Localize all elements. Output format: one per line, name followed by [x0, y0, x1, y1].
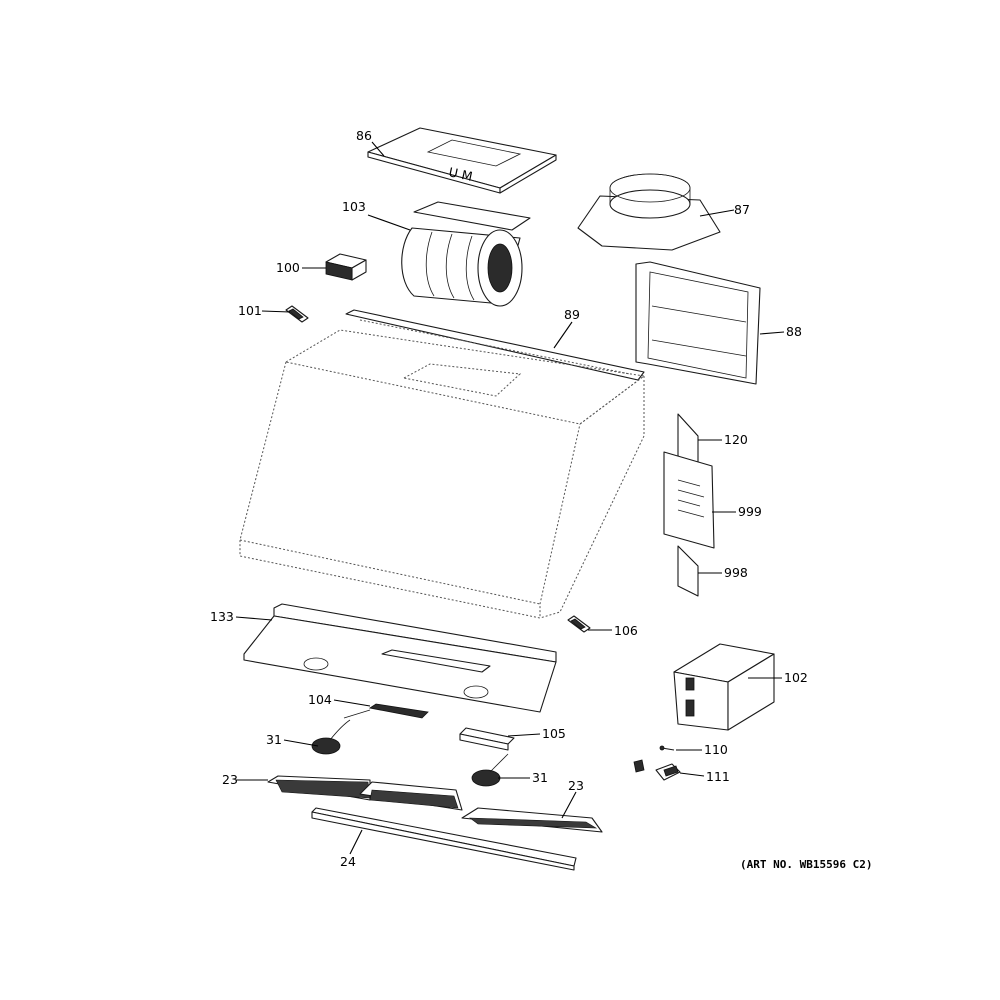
part-106-switch[interactable]	[567, 615, 591, 633]
part-111-terminal-block[interactable]	[633, 759, 681, 781]
part-88-back-panel[interactable]	[635, 261, 761, 385]
part-24-front-trim[interactable]	[311, 807, 577, 871]
label-23-left: 23	[222, 772, 238, 787]
part-31-light-left[interactable]	[311, 719, 351, 755]
part-23-filter-left[interactable]	[267, 775, 463, 811]
label-110: 110	[704, 742, 728, 757]
part-120-packet[interactable]	[677, 413, 699, 469]
label-999: 999	[738, 504, 762, 519]
label-89: 89	[564, 307, 580, 322]
label-31-right: 31	[532, 770, 548, 785]
part-104-light-board[interactable]	[343, 703, 429, 719]
part-998-packet[interactable]	[677, 545, 699, 597]
part-87-duct-collar[interactable]	[577, 173, 721, 251]
label-101: 101	[238, 303, 262, 318]
callout-labels: 86 87 103 100 101 89 88 120 999 998 133 …	[210, 128, 808, 869]
part-31-light-right[interactable]	[471, 753, 509, 787]
part-133-bottom-panel[interactable]	[243, 603, 557, 713]
part-102-control-box[interactable]	[673, 643, 775, 731]
part-86-top-plate[interactable]: U M	[367, 127, 557, 194]
label-998: 998	[724, 565, 748, 580]
part-23-filter-right[interactable]	[461, 807, 603, 833]
part-105-driver[interactable]	[459, 727, 515, 751]
part-103-blower[interactable]	[401, 201, 531, 307]
part-999-manual[interactable]	[663, 451, 715, 549]
label-100: 100	[276, 260, 300, 275]
label-88: 88	[786, 324, 802, 339]
label-106: 106	[614, 623, 638, 638]
label-120: 120	[724, 432, 748, 447]
label-86: 86	[356, 128, 372, 143]
part-101-switch-plate[interactable]	[285, 305, 309, 323]
part-100-control-module[interactable]	[325, 253, 367, 281]
label-31-left: 31	[266, 732, 282, 747]
label-24: 24	[340, 854, 356, 869]
label-104: 104	[308, 692, 332, 707]
label-105: 105	[542, 726, 566, 741]
label-133: 133	[210, 609, 234, 624]
label-111: 111	[706, 769, 730, 784]
art-number: (ART NO. WB15596 C2)	[740, 858, 873, 871]
hood-body-outline	[239, 329, 646, 619]
part-110-connector[interactable]	[659, 745, 675, 751]
svg-text:U M: U M	[447, 164, 474, 184]
label-23-right: 23	[568, 778, 584, 793]
part-89-mounting-rail[interactable]	[345, 309, 645, 381]
leader-lines	[235, 141, 785, 855]
label-103: 103	[342, 199, 366, 214]
label-102: 102	[784, 670, 808, 685]
label-87: 87	[734, 202, 750, 217]
